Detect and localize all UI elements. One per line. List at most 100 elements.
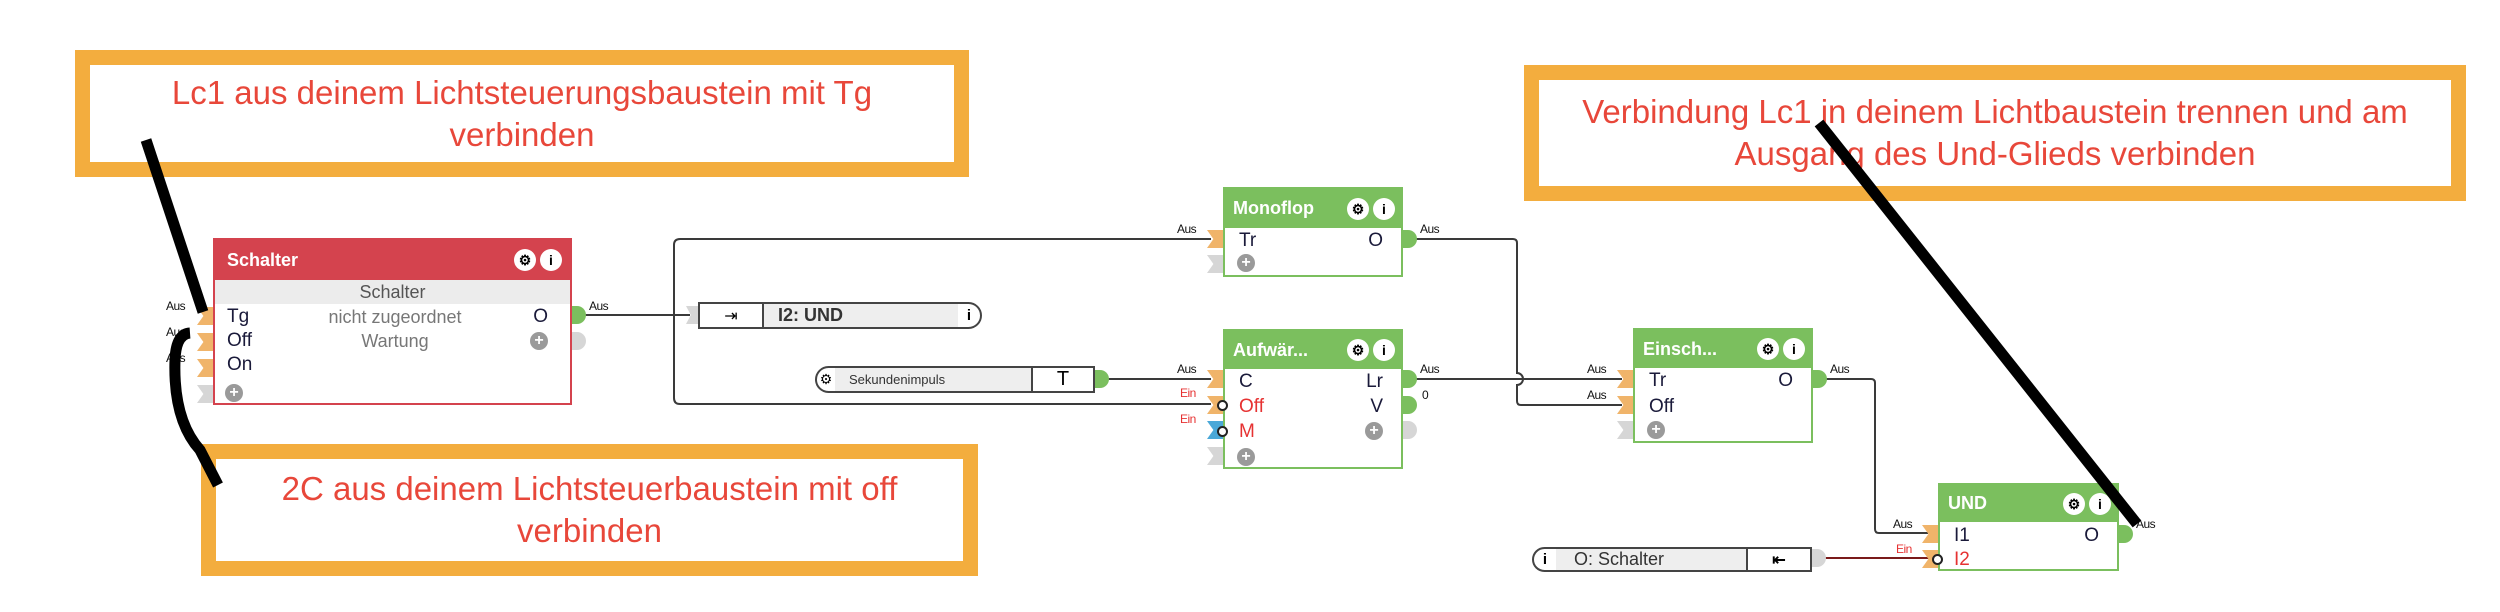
pin-aufwaerts-add-out[interactable] — [1403, 421, 1417, 439]
pin-aufwaerts-add[interactable] — [1207, 447, 1223, 465]
input-label-i1: I1 — [1954, 525, 1970, 546]
gear-icon[interactable]: ⚙ — [514, 249, 536, 271]
gear-icon[interactable]: ⚙ — [1347, 197, 1369, 220]
annotation-note-tg: Lc1 aus deinem Lichtsteuerungsbaustein m… — [75, 50, 969, 177]
block-header[interactable]: Einsch... ⚙ i — [1635, 330, 1811, 368]
value-label: Aus — [1830, 362, 1850, 376]
reference-sekundenimpuls[interactable]: ⚙ Sekundenimpuls T — [815, 366, 1095, 393]
reference-label: I2: UND — [764, 304, 958, 327]
block-header[interactable]: Schalter ⚙ i — [215, 240, 570, 280]
add-input-icon[interactable]: + — [1237, 448, 1255, 466]
pin-o-schalter-out[interactable] — [1812, 549, 1826, 567]
value-label: Aus — [166, 351, 186, 365]
info-icon[interactable]: i — [1373, 197, 1395, 220]
input-label-c: C — [1239, 371, 1253, 392]
block-title: Einsch... — [1643, 338, 1718, 359]
info-icon[interactable]: i — [540, 249, 562, 271]
info-icon[interactable]: i — [1373, 339, 1395, 361]
input-label-off: Off — [1239, 396, 1264, 417]
input-label-tr: Tr — [1649, 370, 1667, 391]
block-subtitle: Schalter — [215, 280, 570, 304]
wire-schalter-o-to-aufwaerts-off — [673, 315, 1211, 405]
info-icon[interactable]: i — [966, 307, 972, 324]
pin-aufwaerts-lr[interactable] — [1403, 370, 1417, 388]
pin-einsch-off[interactable] — [1617, 396, 1633, 414]
value-label: Aus — [589, 299, 609, 313]
maintenance-status: Wartung — [361, 331, 429, 351]
annotation-note-off: 2C aus deinem Lichtsteuerbaustein mit of… — [201, 444, 978, 576]
pin-monoflop-add[interactable] — [1207, 255, 1223, 273]
add-output-icon[interactable]: + — [1365, 422, 1383, 440]
add-input-icon[interactable]: + — [1237, 254, 1255, 272]
pin-einsch-add[interactable] — [1617, 421, 1633, 439]
add-input-icon[interactable]: + — [225, 384, 243, 402]
value-label: Aus — [1177, 362, 1197, 376]
info-icon[interactable]: i — [2089, 492, 2111, 515]
input-label-off: Off — [227, 330, 252, 351]
value-label: Ein — [1180, 412, 1196, 426]
pin-schalter-add-out[interactable] — [572, 332, 586, 350]
value-label: Aus — [166, 299, 186, 313]
pin-sekundenimpuls-out[interactable] — [1095, 370, 1109, 388]
output-label-o: O — [1368, 230, 1383, 251]
block-title: Schalter — [227, 249, 299, 270]
info-icon[interactable]: i — [1783, 338, 1805, 360]
output-ref-icon: ⇤ — [1746, 549, 1810, 570]
block-header[interactable]: Aufwär... ⚙ i — [1225, 331, 1401, 369]
reference-value: T — [1031, 368, 1093, 391]
pin-monoflop-tr[interactable] — [1207, 230, 1223, 248]
negation-icon — [1932, 554, 1943, 565]
pin-aufwaerts-c[interactable] — [1207, 370, 1223, 388]
add-output-icon[interactable]: + — [530, 332, 548, 350]
block-einschaltverzoegerung[interactable]: Einsch... ⚙ i Tr Off + O — [1633, 328, 1813, 443]
wire-monoflop-o-to-einsch-off — [1415, 238, 1622, 406]
block-header[interactable]: Monoflop ⚙ i — [1225, 189, 1401, 228]
annotation-note-und: Verbindung Lc1 in deinem Lichtbaustein t… — [1524, 65, 2466, 201]
assignment-status: nicht zugeordnet — [328, 307, 462, 327]
add-input-icon[interactable]: + — [1647, 421, 1665, 439]
value-label: Aus — [166, 325, 186, 339]
block-aufwaerts[interactable]: Aufwär... ⚙ i C Off M + Lr V + — [1223, 329, 1403, 469]
pin-monoflop-o[interactable] — [1403, 230, 1417, 248]
reference-o-schalter[interactable]: i O: Schalter ⇤ — [1532, 547, 1812, 572]
value-label: Aus — [1587, 388, 1607, 402]
input-label-tr: Tr — [1239, 230, 1257, 251]
gear-icon[interactable]: ⚙ — [1757, 338, 1779, 360]
value-label: Aus — [1177, 222, 1197, 236]
input-label-off: Off — [1649, 396, 1674, 417]
block-header[interactable]: UND ⚙ i — [1940, 485, 2117, 522]
value-label: Aus — [1420, 222, 1440, 236]
input-label-on: On — [227, 354, 253, 375]
value-label: Aus — [1420, 362, 1440, 376]
output-label-o: O — [533, 306, 548, 327]
gear-icon[interactable]: ⚙ — [819, 371, 833, 387]
negation-icon — [1217, 400, 1228, 411]
gear-icon[interactable]: ⚙ — [1347, 339, 1369, 361]
pin-einsch-tr[interactable] — [1617, 370, 1633, 388]
output-label-o: O — [1778, 370, 1793, 391]
block-monoflop[interactable]: Monoflop ⚙ i Tr O + — [1223, 187, 1403, 277]
wire-einsch-o-to-und-i1 — [1824, 378, 1928, 534]
pin-i2-und-in[interactable] — [686, 306, 698, 324]
wire-schalter-o-to-monoflop-tr — [673, 238, 1211, 315]
input-label-m: M — [1239, 421, 1255, 442]
reference-label: Sekundenimpuls — [835, 368, 1031, 391]
reference-i2-und[interactable]: ⇥ I2: UND i — [698, 302, 982, 329]
block-und[interactable]: UND ⚙ i I1 I2 O — [1938, 483, 2119, 571]
negation-icon — [1217, 426, 1228, 437]
input-label-tg: Tg — [227, 306, 250, 327]
value-label: 0 — [1422, 388, 1429, 402]
pin-und-i1[interactable] — [1922, 525, 1938, 543]
reference-label: O: Schalter — [1556, 549, 1746, 570]
input-label-i2: I2 — [1954, 549, 1970, 570]
info-icon[interactable]: i — [1542, 551, 1548, 568]
pin-und-o[interactable] — [2119, 525, 2133, 543]
gear-icon[interactable]: ⚙ — [2063, 492, 2085, 515]
value-label: Ein — [1180, 386, 1196, 400]
value-label: Aus — [2136, 517, 2156, 531]
value-label: Aus — [1587, 362, 1607, 376]
pin-schalter-o[interactable] — [572, 306, 586, 324]
pin-aufwaerts-v[interactable] — [1403, 396, 1417, 414]
block-schalter[interactable]: Schalter ⚙ i Schalter Tg Off On + nicht … — [213, 238, 572, 405]
input-ref-icon: ⇥ — [700, 304, 764, 327]
